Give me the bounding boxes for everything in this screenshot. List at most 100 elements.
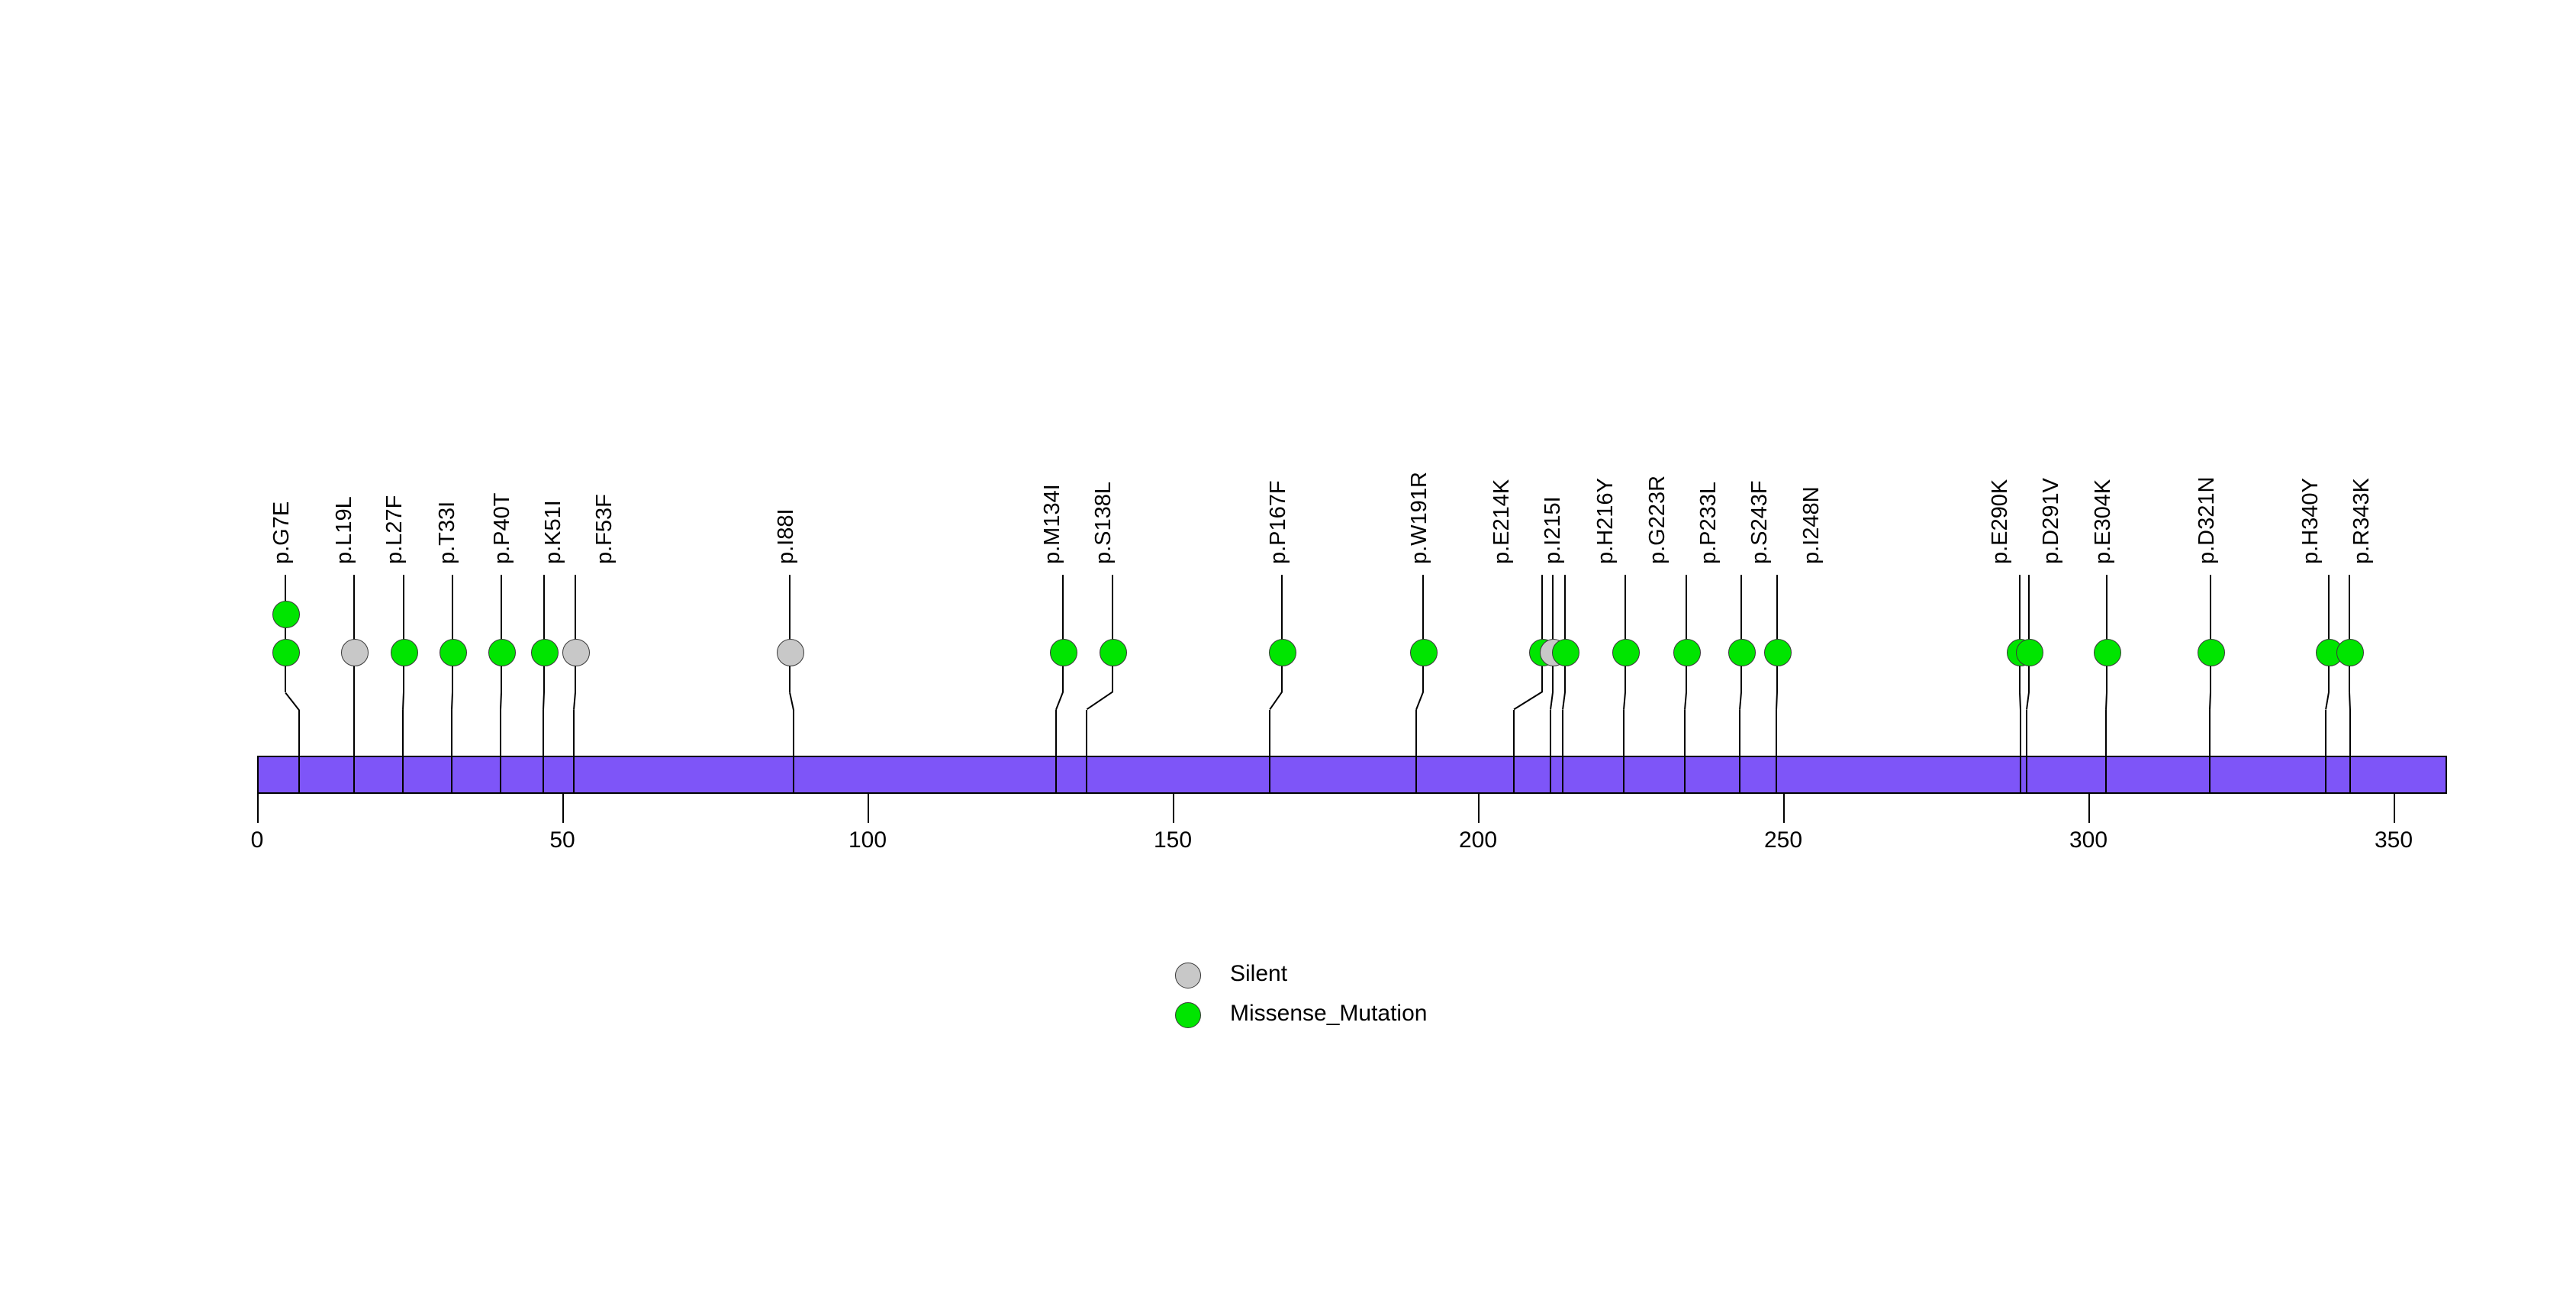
axis-tick [1173,794,1174,823]
lollipop-head[interactable] [1612,639,1640,666]
lollipop-stem [1623,710,1624,794]
lollipop-stem [1062,575,1064,692]
lollipop-stem [1055,710,1057,794]
lollipop-head[interactable] [1552,639,1579,666]
lollipop-head[interactable] [2336,639,2364,666]
legend-swatch-silent [1175,963,1201,988]
lollipop-head[interactable] [1269,639,1296,666]
lollipop-stem [2028,575,2030,692]
lollipop-stem [1776,710,1777,794]
legend-label: Silent [1230,961,1288,986]
lollipop-stem [2026,692,2030,710]
lollipop-stem [793,710,794,794]
lollipop-stem [1086,691,1113,710]
lollipop-head[interactable] [2016,639,2043,666]
mutation-label: p.D321N [2194,476,2219,564]
lollipop-head[interactable] [272,601,300,628]
axis-tick [2394,794,2395,823]
lollipop-stem [2105,710,2107,794]
axis-tick-label: 300 [2069,827,2108,853]
lollipop-head[interactable] [531,639,559,666]
lollipop-stem [2325,692,2330,710]
legend-label: Missense_Mutation [1230,1001,1428,1026]
lollipop-stem [2209,692,2211,710]
mutation-label: p.E304K [2091,479,2115,564]
lollipop-stem [573,710,575,794]
lollipop-head[interactable] [1764,639,1792,666]
lollipop-stem [500,710,501,794]
lollipop-stem [1415,710,1417,794]
mutation-label: p.H340Y [2298,478,2323,564]
lollipop-stem [575,575,576,692]
lollipop-stem [2019,692,2021,711]
lollipop-stem [403,575,404,692]
lollipop-stem [353,575,355,692]
lollipop-stem [1513,691,1543,710]
mutation-label: p.L27F [382,495,407,564]
lollipop-head[interactable] [2094,639,2121,666]
mutation-label: p.P40T [490,492,514,565]
mutation-label: p.I88I [774,508,798,564]
lollipop-head[interactable] [1050,639,1077,666]
mutation-label: p.F53F [592,494,617,564]
mutation-label: p.G223R [1645,475,1670,564]
lollipop-stem [543,575,545,692]
mutation-label: p.D291V [2039,478,2063,564]
lollipop-stem [452,575,453,692]
lollipop-stem [1684,710,1686,794]
lollipop-stem [353,710,355,794]
lollipop-stem [1550,692,1554,710]
lollipop-head[interactable] [2198,639,2225,666]
lollipop-stem [1562,710,1563,794]
lollipop-stem [1112,575,1113,692]
lollipop-stem [2106,575,2107,692]
lollipop-stem [1623,692,1626,710]
lollipop-stem [2105,692,2107,710]
mutation-label: p.M134I [1040,484,1064,564]
lollipop-head[interactable] [391,639,418,666]
lollipop-head[interactable] [1100,639,1127,666]
lollipop-stem [543,692,545,710]
axis-tick-label: 150 [1153,827,1193,853]
lollipop-stem [2209,710,2211,794]
lollipop-head[interactable] [1728,639,1756,666]
lollipop-stem [402,710,404,794]
mutation-label: p.P233L [1696,481,1721,564]
lollipop-stem [2349,575,2350,692]
lollipop-stem [2019,575,2021,692]
mutation-label: p.T33I [435,501,459,564]
lollipop-stem [1686,575,1687,692]
lollipop-stem [1564,575,1566,692]
lollipop-head[interactable] [341,639,369,666]
lollipop-head[interactable] [777,639,804,666]
lollipop-stem [1281,575,1283,692]
lollipop-stem [285,575,286,692]
lollipop-head[interactable] [562,639,590,666]
lollipop-stem [1740,575,1742,692]
lollipop-head[interactable] [1673,639,1701,666]
lollipop-stem [1739,692,1742,710]
lollipop-stem [1552,575,1554,692]
lollipop-stem [1684,692,1687,710]
axis-tick-label: 100 [848,827,887,853]
axis-tick [1783,794,1785,823]
lollipop-stem [501,575,502,692]
mutation-label: p.L19L [332,496,356,564]
lollipop-stem [1415,692,1424,710]
lollipop-stem [1513,710,1515,794]
lollipop-head[interactable] [272,639,300,666]
lollipop-head[interactable] [488,639,516,666]
lollipop-head[interactable] [1410,639,1438,666]
lollipop-stem [1776,575,1778,692]
mutation-label: p.W191R [1407,472,1431,564]
mutation-label: p.E214K [1489,479,1514,564]
lollipop-stem [1269,710,1270,794]
lollipop-stem [1055,692,1064,710]
lollipop-stem [451,710,452,794]
mutation-label: p.S138L [1091,481,1116,564]
mutation-label: p.I248N [1799,486,1824,564]
lollipop-stem [2349,692,2351,711]
lollipop-head[interactable] [440,639,467,666]
lollipop-stem [402,692,404,710]
